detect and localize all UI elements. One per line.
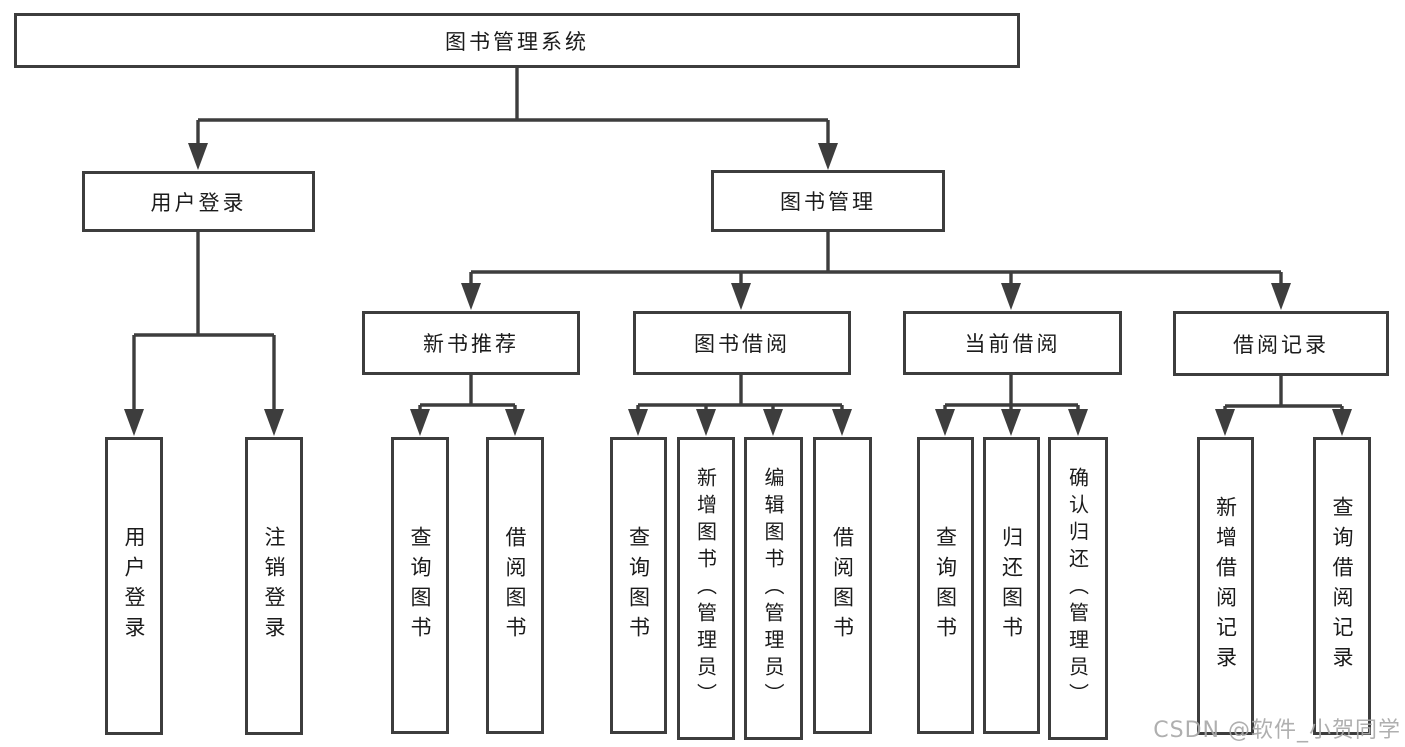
connector-root-to-level2 — [196, 68, 830, 150]
node-leaf-add-books-admin: 新增图书（管理员） — [677, 437, 735, 740]
arrowhead-icon — [731, 283, 751, 310]
node-label: 图书借阅 — [694, 332, 790, 356]
arrowhead-icon — [763, 409, 783, 436]
node-leaf-confirm-return-admin: 确认归还（管理员） — [1048, 437, 1108, 740]
node-leaf-query-books-current: 查询图书 — [917, 437, 974, 734]
node-label: 借阅图书 — [503, 525, 527, 646]
node-leaf-query-borrow-record: 查询借阅记录 — [1313, 437, 1371, 735]
arrowhead-icon — [1332, 409, 1352, 436]
arrowhead-icon — [188, 143, 208, 170]
node-label: 确认归还（管理员） — [1065, 467, 1090, 710]
arrowhead-icon — [264, 409, 284, 436]
node-library-management-system: 图书管理系统 — [14, 13, 1020, 68]
arrowhead-icon — [1001, 409, 1021, 436]
arrowhead-icon — [1271, 283, 1291, 310]
node-label: 借阅图书 — [830, 525, 855, 646]
node-label: 新增借阅记录 — [1213, 496, 1238, 676]
connector-new-book-recommend-children — [418, 375, 517, 415]
node-label: 归还图书 — [999, 525, 1024, 646]
arrowhead-icon — [696, 409, 716, 436]
connector-book-management-children — [469, 232, 1283, 289]
node-book-management: 图书管理 — [711, 170, 945, 232]
node-leaf-user-login: 用户登录 — [105, 437, 163, 735]
arrowhead-icon — [461, 283, 481, 310]
node-leaf-borrow-books-recommend: 借阅图书 — [486, 437, 544, 734]
node-label: 查询图书 — [626, 525, 651, 646]
node-leaf-edit-books-admin: 编辑图书（管理员） — [744, 437, 803, 740]
node-book-borrowing: 图书借阅 — [633, 311, 851, 375]
arrowhead-icon — [1068, 409, 1088, 436]
node-label: 新增图书（管理员） — [693, 467, 718, 710]
connector-book-borrowing-children — [636, 375, 844, 415]
watermark: CSDN @软件_小贺同学 — [1153, 718, 1401, 743]
node-leaf-borrow-books-borrowing: 借阅图书 — [813, 437, 872, 734]
arrowhead-icon — [410, 409, 430, 436]
node-label: 查询图书 — [933, 525, 958, 646]
node-leaf-add-borrow-record: 新增借阅记录 — [1197, 437, 1254, 735]
arrowhead-icon — [124, 409, 144, 436]
node-label: 当前借阅 — [964, 332, 1061, 356]
node-user-login: 用户登录 — [82, 171, 315, 232]
node-label: 用户登录 — [150, 190, 247, 215]
arrowhead-icon — [628, 409, 648, 436]
node-label: 借阅记录 — [1233, 332, 1329, 357]
arrowhead-icon — [1215, 409, 1235, 436]
connector-user-login-children — [132, 232, 276, 415]
arrowheads — [124, 143, 1352, 436]
node-label: 编辑图书（管理员） — [761, 467, 785, 710]
connector-borrowing-records-children — [1223, 375, 1344, 415]
arrowhead-icon — [505, 409, 525, 436]
node-label: 注销登录 — [262, 526, 286, 646]
node-borrowing-records: 借阅记录 — [1173, 311, 1389, 376]
node-label: 用户登录 — [122, 526, 146, 646]
arrowhead-icon — [935, 409, 955, 436]
node-label: 查询图书 — [408, 525, 432, 646]
node-label: 图书管理 — [780, 190, 876, 214]
arrowhead-icon — [832, 409, 852, 436]
node-leaf-query-books-borrowing: 查询图书 — [610, 437, 667, 734]
node-leaf-return-books: 归还图书 — [983, 437, 1040, 734]
node-label: 新书推荐 — [423, 332, 519, 356]
node-label: 查询借阅记录 — [1330, 496, 1354, 676]
arrowhead-icon — [1001, 283, 1021, 310]
node-leaf-query-books-recommend: 查询图书 — [391, 437, 449, 734]
node-current-borrowing: 当前借阅 — [903, 311, 1122, 375]
arrowhead-icon — [818, 143, 838, 170]
node-leaf-logout: 注销登录 — [245, 437, 303, 735]
node-new-book-recommend: 新书推荐 — [362, 311, 580, 375]
node-label: 图书管理系统 — [445, 29, 589, 54]
